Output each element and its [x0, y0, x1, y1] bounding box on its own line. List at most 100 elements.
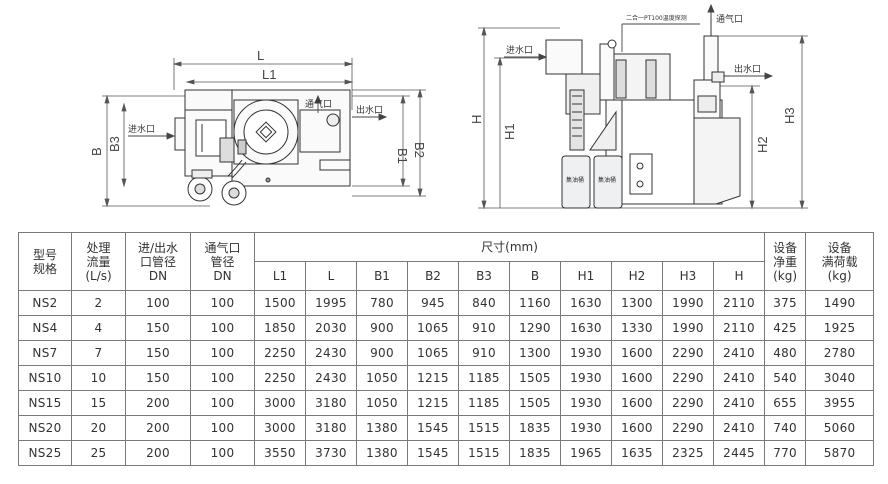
table-cell: 4 [71, 315, 126, 341]
table-cell: NS20 [18, 415, 72, 441]
table-cell: 425 [764, 315, 807, 341]
dim-label-B2: B2 [412, 142, 427, 158]
table-cell: 2030 [305, 315, 357, 341]
table-cell: 1930 [560, 365, 612, 391]
table-cell: 3730 [305, 440, 357, 466]
table-cell: 1600 [611, 390, 663, 416]
table-cell: 1290 [509, 315, 561, 341]
table-cell: 1330 [611, 315, 663, 341]
table-cell: 1515 [458, 415, 510, 441]
table-cell: 1380 [356, 440, 408, 466]
header-flow: 处理流量(L/s) [71, 232, 126, 291]
table-cell: 2325 [662, 440, 714, 466]
table-cell: 540 [764, 365, 807, 391]
table-cell: 5060 [805, 415, 875, 441]
table-cell: 1990 [662, 290, 714, 316]
table-cell: 150 [125, 340, 191, 366]
right-vent-label: 通气口 [716, 13, 743, 25]
table-cell: 1930 [560, 390, 612, 416]
header-H2: H2 [611, 261, 663, 291]
table-cell: 2290 [662, 390, 714, 416]
table-cell: 740 [764, 415, 807, 441]
table-cell: 1185 [458, 365, 510, 391]
table-cell: 2110 [712, 290, 766, 316]
table-cell: 1965 [560, 440, 612, 466]
header-H1: H1 [560, 261, 612, 291]
table-cell: 1380 [356, 415, 408, 441]
header-L1: L1 [254, 261, 306, 291]
table-cell: 3000 [254, 415, 306, 441]
table-cell: 1635 [611, 440, 663, 466]
header-full-load: 设备满荷载(kg) [805, 232, 875, 291]
table-cell: 1215 [407, 390, 459, 416]
table-cell: 375 [764, 290, 807, 316]
table-cell: 1630 [560, 290, 612, 316]
table-cell: 2445 [712, 440, 766, 466]
table-cell: 840 [458, 290, 510, 316]
header-B: B [509, 261, 561, 291]
table-cell: 3955 [805, 390, 875, 416]
table-cell: 100 [190, 290, 255, 316]
table-cell: 1930 [560, 340, 612, 366]
table-cell: 1490 [805, 290, 875, 316]
table-cell: 1160 [509, 290, 561, 316]
table-cell: 100 [190, 365, 255, 391]
tank-label-2: 集油桶 [598, 176, 616, 184]
table-cell: 1545 [407, 440, 459, 466]
header-B3: B3 [458, 261, 510, 291]
table-cell: 3040 [805, 365, 875, 391]
dim-label-H2: H2 [755, 136, 770, 153]
table-cell: 100 [190, 315, 255, 341]
table-cell: 1515 [458, 440, 510, 466]
table-cell: 1505 [509, 390, 561, 416]
table-cell: NS7 [18, 340, 72, 366]
table-cell: 1185 [458, 390, 510, 416]
table-cell: 2250 [254, 365, 306, 391]
table-cell: 20 [71, 415, 126, 441]
table-cell: 2 [71, 290, 126, 316]
table-cell: 2290 [662, 340, 714, 366]
table-cell: 1630 [560, 315, 612, 341]
table-cell: 2290 [662, 415, 714, 441]
table-cell: 5870 [805, 440, 875, 466]
table-cell: NS2 [18, 290, 72, 316]
table-cell: NS25 [18, 440, 72, 466]
dim-label-H3: H3 [782, 107, 797, 124]
table-cell: 2410 [712, 340, 766, 366]
table-cell: 900 [356, 315, 408, 341]
dim-label-B: B [89, 147, 104, 156]
header-L: L [305, 261, 357, 291]
table-cell: 2250 [254, 340, 306, 366]
dim-label-H1: H1 [502, 123, 517, 140]
table-cell: 1600 [611, 415, 663, 441]
table-cell: 1300 [509, 340, 561, 366]
table-cell: 1990 [662, 315, 714, 341]
table-cell: 200 [125, 440, 191, 466]
dim-label-L: L [257, 48, 264, 63]
table-cell: 945 [407, 290, 459, 316]
table-cell: 910 [458, 315, 510, 341]
front-view-drawing: H H1 H2 H3 进水口 出水口 通气口 二合一PT100温度探测 集油桶 … [469, 3, 808, 210]
table-cell: 1600 [611, 365, 663, 391]
table-cell: 2410 [712, 365, 766, 391]
header-B2: B2 [407, 261, 459, 291]
table-cell: 1835 [509, 415, 561, 441]
table-cell: 655 [764, 390, 807, 416]
table-cell: 770 [764, 440, 807, 466]
technical-drawings: L L1 B B3 B1 B2 进水口 出水口 通气口 [0, 0, 888, 228]
table-cell: 1065 [407, 315, 459, 341]
table-cell: 2780 [805, 340, 875, 366]
dim-label-B1: B1 [395, 148, 410, 164]
table-cell: 3180 [305, 415, 357, 441]
header-size-group: 尺寸(mm) [253, 232, 766, 262]
table-cell: NS4 [18, 315, 72, 341]
vent-label: 通气口 [305, 98, 332, 110]
table-subheader-row: L1 L B1 B2 B3 B H1 H2 H3 H [19, 261, 874, 291]
header-model: 型号规格 [18, 232, 72, 291]
header-H: H [712, 261, 766, 291]
